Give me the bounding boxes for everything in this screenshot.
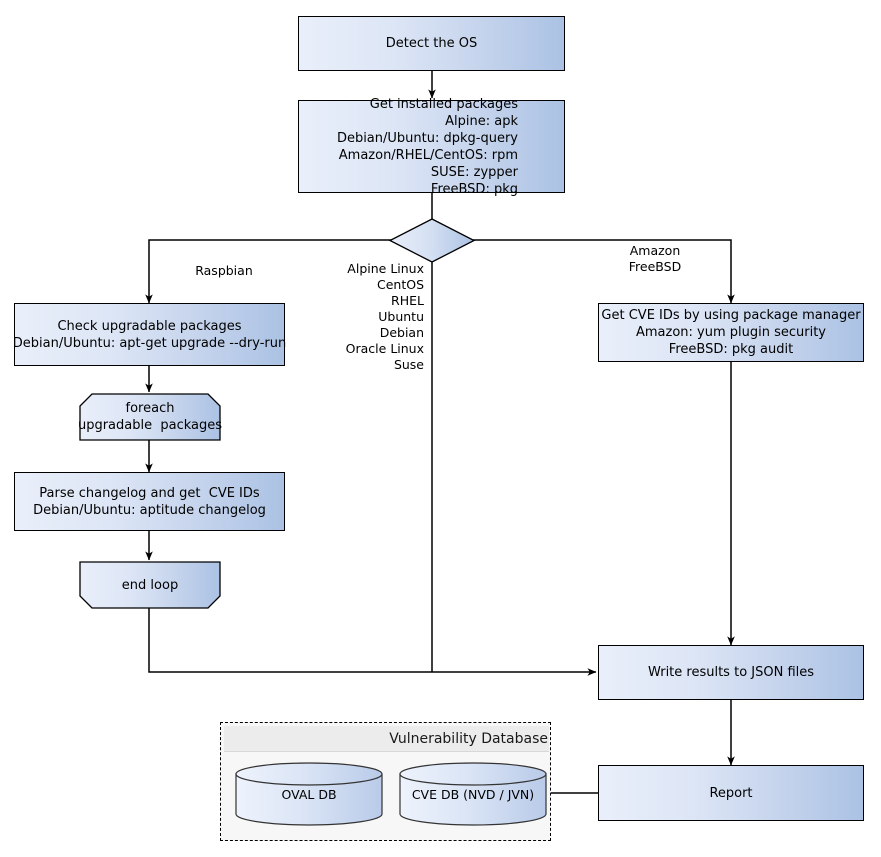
- node-detect-os[interactable]: Detect the OS: [298, 16, 565, 71]
- node-check-upgradable-packages[interactable]: Check upgradable packages Debian/Ubuntu:…: [12, 303, 287, 366]
- node-check-upgradable-packages-label: Check upgradable packages Debian/Ubuntu:…: [12, 318, 287, 351]
- decision-diamond: [388, 218, 476, 263]
- node-end-loop-label: end loop: [121, 577, 179, 593]
- edge-endloop-to-writejson: [148, 608, 597, 676]
- group-vulnerability-database-title: Vulnerability Database: [224, 726, 549, 752]
- node-parse-changelog-label: Parse changelog and get CVE IDs Debian/U…: [33, 485, 266, 518]
- edge-label-linux-distros: Alpine Linux CentOS RHEL Ubuntu Debian O…: [345, 261, 424, 372]
- node-get-installed-packages[interactable]: Get installed packages Alpine: apk Debia…: [298, 97, 565, 197]
- cylinder-oval-db-label: OVAL DB: [281, 786, 337, 802]
- node-parse-changelog[interactable]: Parse changelog and get CVE IDs Debian/U…: [14, 472, 285, 531]
- node-write-results-json[interactable]: Write results to JSON files: [598, 645, 864, 700]
- edge-label-amazon-freebsd: Amazon FreeBSD: [628, 243, 682, 274]
- node-get-cve-ids-label: Get CVE IDs by using package manager Ama…: [601, 308, 861, 357]
- node-get-installed-packages-label: Get installed packages Alpine: apk Debia…: [336, 96, 518, 197]
- node-foreach-loop[interactable]: foreach upgradable packages: [77, 394, 223, 440]
- node-end-loop[interactable]: end loop: [80, 562, 220, 608]
- node-foreach-loop-label: foreach upgradable packages: [77, 401, 223, 433]
- node-report-label: Report: [709, 785, 753, 801]
- node-report[interactable]: Report: [598, 765, 864, 821]
- node-write-results-json-label: Write results to JSON files: [647, 665, 815, 680]
- edge-label-raspbian: Raspbian: [195, 263, 253, 278]
- cylinder-cve-db-label: CVE DB (NVD / JVN): [411, 786, 535, 802]
- node-detect-os-label: Detect the OS: [385, 36, 478, 51]
- node-get-cve-ids[interactable]: Get CVE IDs by using package manager Ama…: [598, 303, 864, 362]
